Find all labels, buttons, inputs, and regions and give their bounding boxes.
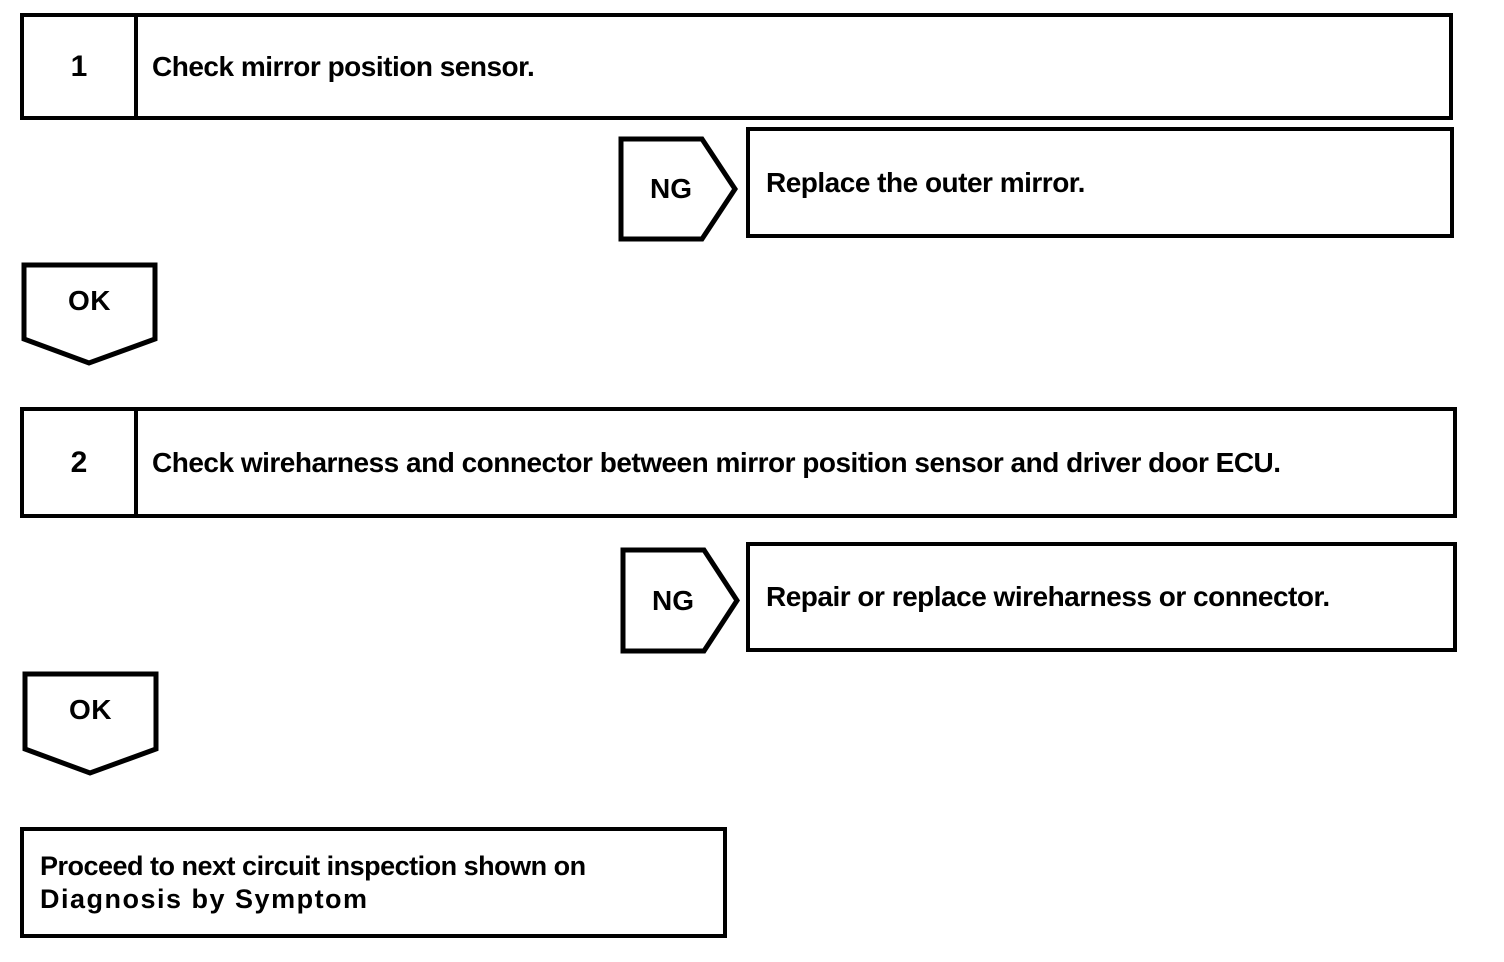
step-1-box: 1 Check mirror position sensor.: [20, 13, 1453, 120]
ng-connector-2: NG: [620, 547, 740, 654]
pentagon-arrow-right-icon: [620, 547, 740, 654]
final-instruction-box: Proceed to next circuit inspection shown…: [20, 827, 727, 938]
ok-connector-2: OK: [22, 671, 159, 777]
ng-connector-1: NG: [618, 136, 738, 242]
pentagon-arrow-right-icon: [618, 136, 738, 242]
step-2-box: 2 Check wireharness and connector betwee…: [20, 407, 1457, 518]
final-instruction-line1: Proceed to next circuit inspection shown…: [40, 850, 586, 881]
final-instruction-line2: Diagnosis by Symptom: [40, 883, 369, 914]
pentagon-arrow-down-icon: [22, 671, 159, 776]
ng-action-1-box: Replace the outer mirror.: [746, 127, 1454, 238]
ng-label-1: NG: [650, 173, 692, 204]
ng-action-2-text: Repair or replace wireharness or connect…: [766, 581, 1330, 612]
ng-label-2: NG: [652, 584, 694, 616]
ng-action-1-text: Replace the outer mirror.: [766, 166, 1085, 198]
step-1-number: 1: [24, 17, 138, 116]
step-2-number: 2: [24, 411, 138, 514]
ok-label-2: OK: [69, 694, 112, 725]
ng-action-2-box: Repair or replace wireharness or connect…: [746, 542, 1457, 652]
pentagon-arrow-down-icon: [21, 262, 158, 366]
ok-connector-1: OK: [21, 262, 158, 367]
ok-label-1: OK: [68, 285, 111, 316]
step-2-instruction: Check wireharness and connector between …: [152, 446, 1281, 478]
step-1-instruction: Check mirror position sensor.: [152, 50, 535, 82]
